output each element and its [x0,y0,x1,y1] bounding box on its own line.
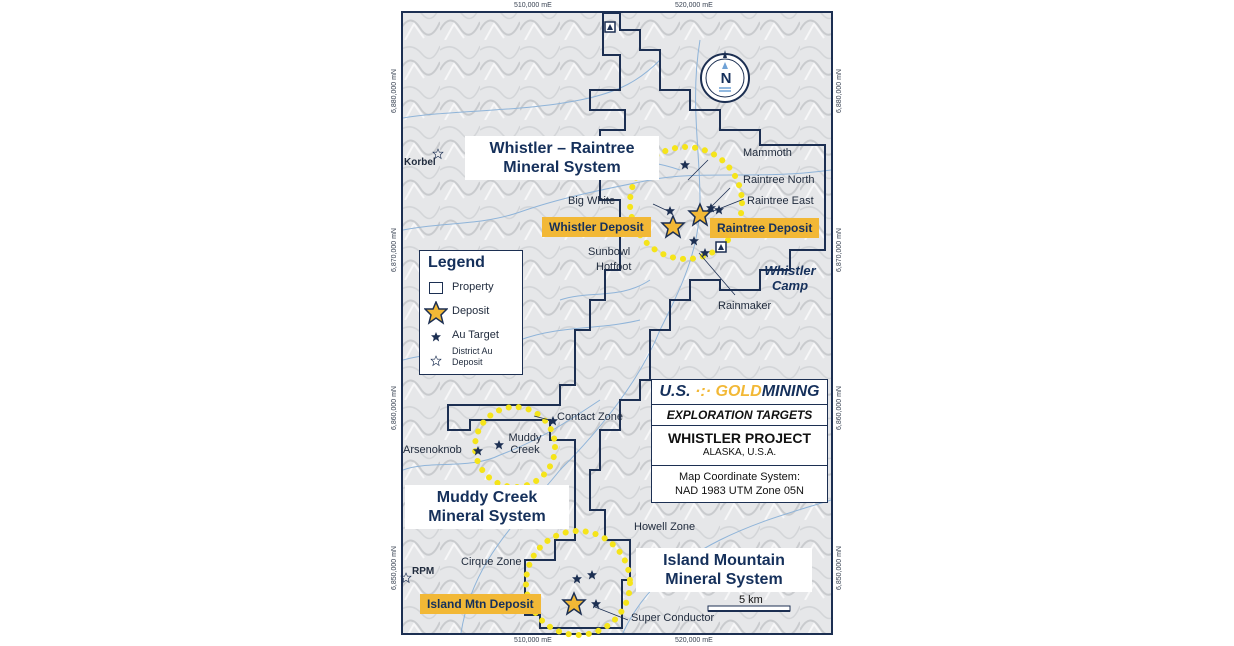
legend-deposit-icon [424,301,448,325]
property-boundary [447,13,826,629]
title-coord-system-value: NAD 1983 UTM Zone 05N [675,485,804,497]
brand-gold: GOLD [715,383,762,400]
au-target-stars [473,160,724,609]
target-mammoth: Mammoth [743,147,792,159]
brand-logo: U.S. ·:· GOLDMINING [652,383,827,401]
target-raintree-north: Raintree North [743,174,815,186]
title-project: WHISTLER PROJECT [667,430,812,446]
rivers [403,39,831,633]
coord-top-510000: 510,000 mE [514,2,552,9]
legend-district-icon [430,355,442,367]
legend-au-target: Au Target [452,329,499,341]
legend-property-icon [429,282,443,294]
district-rpm: RPM [412,566,435,577]
title-subtitle: EXPLORATION TARGETS [666,408,813,422]
north-arrow-icon [700,50,750,103]
target-big-white: Big White [568,195,616,207]
whistler-raintree-system-label: Whistler – Raintree Mineral System [465,136,659,180]
muddy-creek-system-label: Muddy Creek Mineral System [405,485,569,529]
target-hotfoot: Hotfoot [596,261,632,273]
target-cirque-zone: Cirque Zone [461,556,522,568]
brand-dots-icon: ·:· [695,383,712,400]
legend-property: Property [452,281,494,293]
north-label: N [720,70,732,87]
deposit-stars [561,202,713,616]
camp-icon-whistler [715,241,727,253]
legend: Legend Property Deposit Au Target Distri… [419,250,523,375]
title-separator-1 [652,404,827,405]
target-arsenoknob: Arsenoknob [403,444,462,456]
island-mtn-deposit-star [561,591,587,616]
brand-us: U.S. [659,383,691,400]
legend-title: Legend [428,254,485,271]
title-coord-system-label: Map Coordinate System: [678,471,801,483]
title-location: ALASKA, U.S.A. [702,447,777,458]
title-separator-2 [652,425,827,426]
scale-label: 5 km [739,594,763,606]
whistler-raintree-circle [627,144,745,262]
island-mtn-deposit-label: Island Mtn Deposit [420,594,541,614]
coord-bottom-510000: 510,000 mE [514,637,552,644]
target-sunbowl: Sunbowl [588,246,631,258]
island-mountain-system-label: Island Mountain Mineral System [636,548,812,592]
raintree-deposit-label: Raintree Deposit [710,218,820,238]
legend-au-target-icon [431,332,441,342]
legend-deposit: Deposit [452,305,490,317]
target-muddy-creek: Muddy Creek [508,432,542,456]
district-korbel: Korbel [404,157,436,168]
district-deposit-stars [400,148,444,584]
target-super-conductor: Super Conductor [631,612,715,624]
island-mountain-circle [523,528,633,638]
title-block: U.S. ·:· GOLDMINING EXPLORATION TARGETS … [651,379,828,503]
brand-mining: MINING [761,383,820,400]
whistler-camp-label: Whistler Camp [764,263,816,293]
target-contact-zone: Contact Zone [557,411,624,423]
camp-icon-north [604,21,616,33]
target-raintree-east: Raintree East [747,195,814,207]
whistler-deposit-label: Whistler Deposit [542,217,651,237]
target-rainmaker: Rainmaker [718,300,772,312]
coord-top-520000: 520,000 mE [675,2,713,9]
whistler-deposit-star [660,214,686,239]
title-separator-3 [652,465,827,466]
legend-district-au-deposit: District Au Deposit [452,346,493,367]
scale-bar [707,605,791,612]
target-howell-zone: Howell Zone [634,521,696,533]
coord-bottom-520000: 520,000 mE [675,637,713,644]
